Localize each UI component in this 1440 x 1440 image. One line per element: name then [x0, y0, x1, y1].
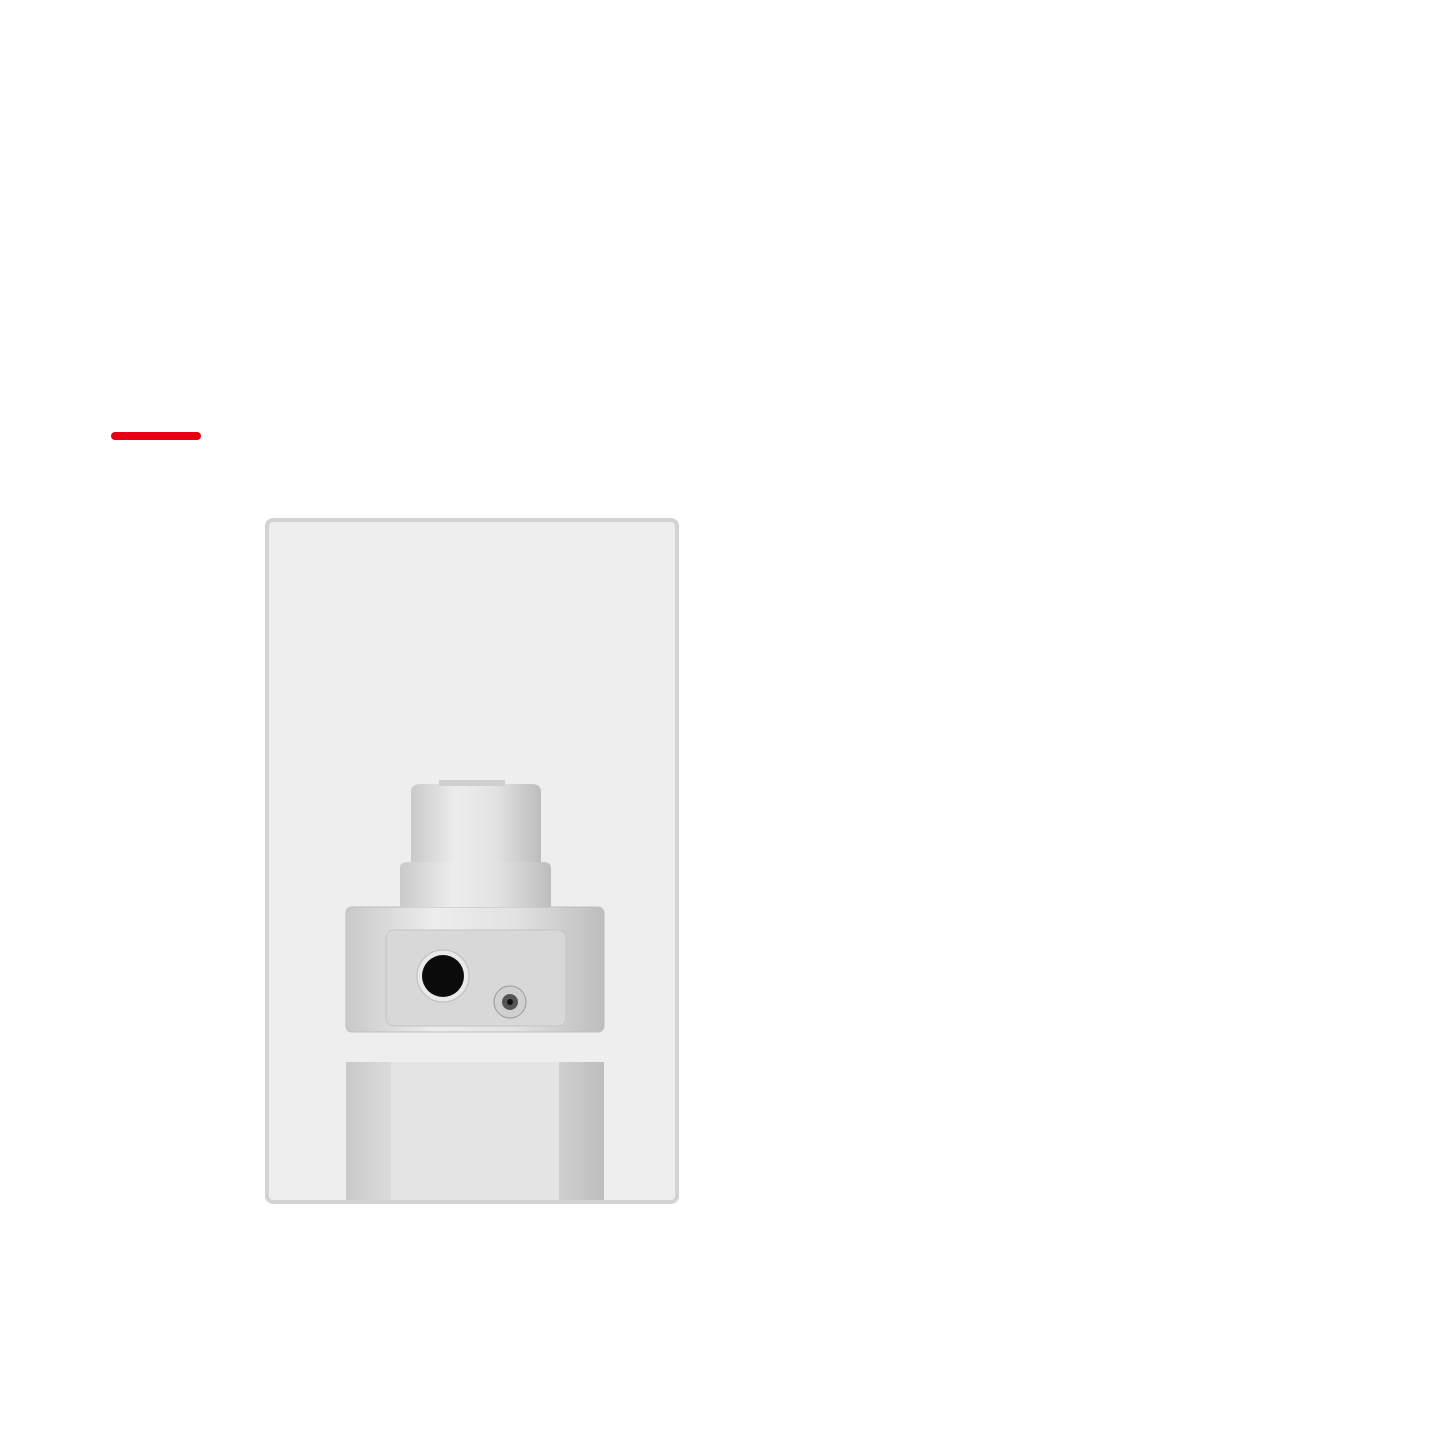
- step-1-panel: [265, 518, 679, 1204]
- cylinder-retracted-illustration: [345, 780, 605, 1200]
- accent-divider: [111, 432, 201, 440]
